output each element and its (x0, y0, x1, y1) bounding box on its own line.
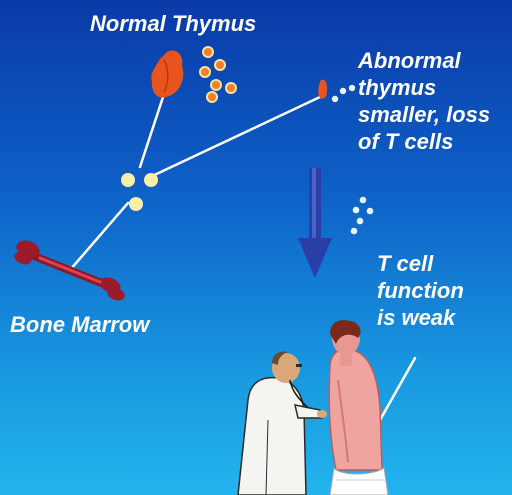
t-cell-function-label-line: function (377, 277, 464, 304)
abnormal-thymus-label-line: smaller, loss (358, 101, 490, 128)
t-cell-function-label-line: is weak (377, 304, 464, 331)
doctor-illustration (238, 351, 327, 495)
bone-marrow-label: Bone Marrow (10, 311, 149, 338)
down-arrow-icon (298, 168, 332, 278)
normal-t-cell-cluster-icon (200, 47, 236, 102)
abnormal-thymus-label: Abnormal thymus smaller, loss of T cells (358, 47, 490, 155)
line-cells-to-bone (70, 203, 128, 270)
abnormal-cells-icon (332, 85, 355, 102)
line-thymus-to-cells (140, 97, 163, 167)
t-cell-function-label-line: T cell (377, 250, 464, 277)
t-cell-function-label: T cell function is weak (377, 250, 464, 331)
abnormal-thymus-label-line: Abnormal (358, 47, 490, 74)
normal-thymus-label: Normal Thymus (90, 10, 256, 37)
abnormal-thymus-label-line: of T cells (358, 128, 490, 155)
abnormal-thymus-label-line: thymus (358, 74, 490, 101)
patient-illustration (329, 320, 388, 495)
weak-t-cells-icon (351, 197, 374, 235)
abnormal-thymus-icon (318, 80, 327, 99)
bone-icon (12, 237, 126, 302)
line-cells-to-abnormal-thymus (148, 97, 320, 178)
line-label-to-patient (380, 358, 415, 420)
